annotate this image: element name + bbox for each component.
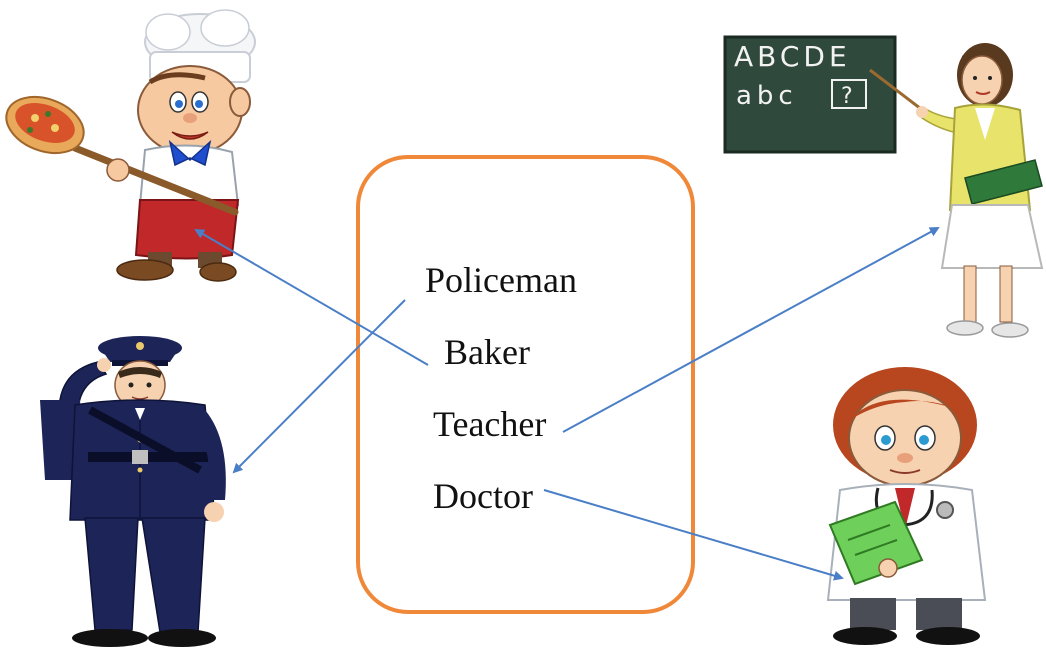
arrow-baker-to-baker-picture bbox=[194, 228, 429, 366]
doctor-picture bbox=[826, 367, 987, 645]
arrow-doctor-to-doctor-picture bbox=[543, 489, 844, 581]
arrow-teacher-to-teacher-picture bbox=[562, 227, 940, 433]
policeman-picture bbox=[40, 336, 226, 647]
arrow-policeman-to-policeman-picture bbox=[232, 299, 406, 474]
word-box bbox=[356, 155, 695, 614]
word-baker: Baker bbox=[444, 332, 530, 372]
word-policeman: Policeman bbox=[425, 260, 577, 300]
teacher-picture: ABCDE abc ? bbox=[723, 35, 1044, 338]
baker-picture bbox=[5, 9, 256, 282]
board-lower-text: abc bbox=[736, 81, 798, 111]
board-question-mark: ? bbox=[841, 84, 853, 109]
word-teacher: Teacher bbox=[433, 404, 547, 444]
word-doctor: Doctor bbox=[433, 476, 533, 516]
board-upper-text: ABCDE bbox=[734, 40, 851, 73]
